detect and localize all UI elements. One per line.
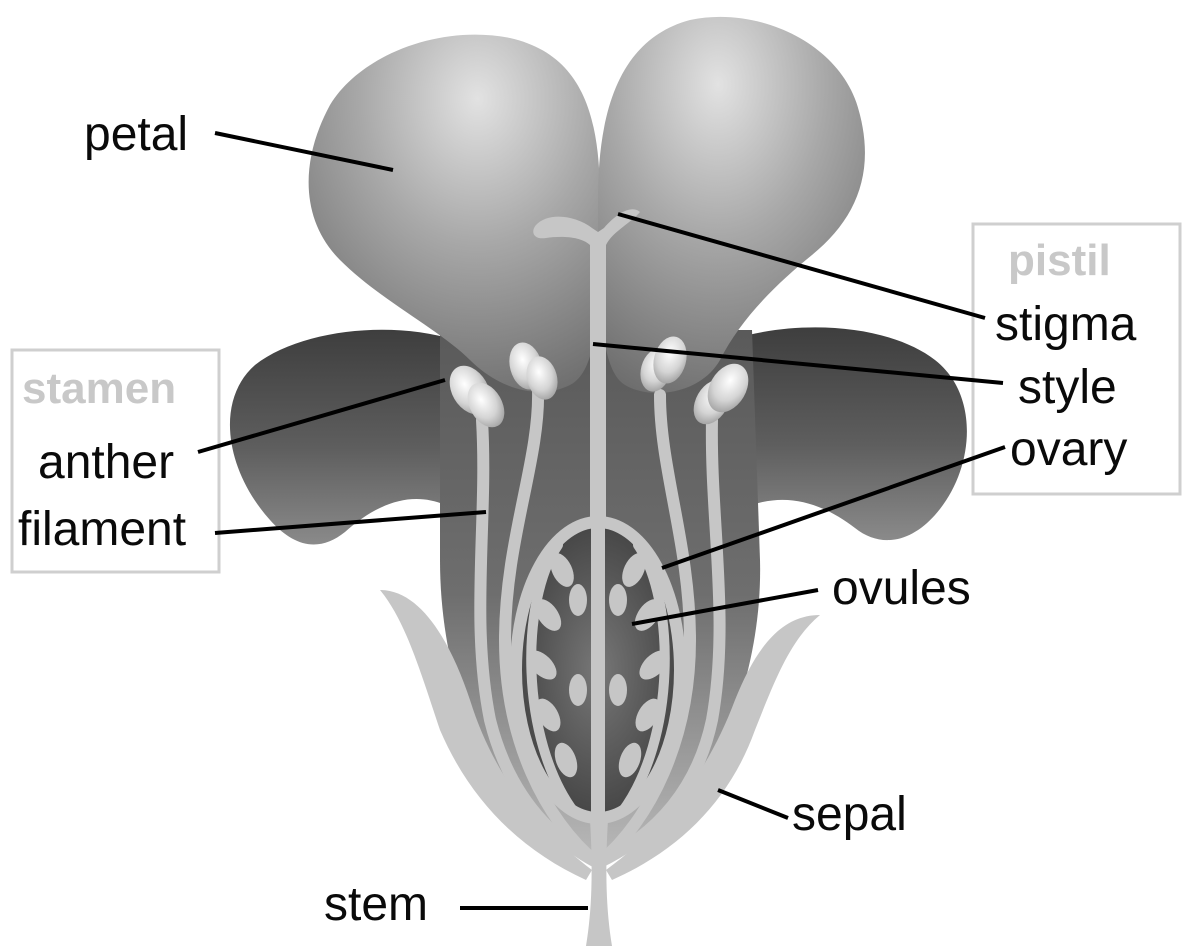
label-style: style (1018, 361, 1117, 414)
label-ovary: ovary (1010, 423, 1127, 476)
ovule (569, 674, 587, 706)
ovule (609, 674, 627, 706)
ovule (609, 584, 627, 616)
label-ovules: ovules (832, 562, 971, 615)
label-filament: filament (18, 503, 186, 556)
ovule (569, 584, 587, 616)
label-stamen-group: stamen (22, 364, 176, 413)
petal-lower-left (230, 330, 455, 545)
label-stigma: stigma (995, 298, 1137, 351)
label-sepal: sepal (792, 788, 907, 841)
leader-sepal (718, 790, 788, 818)
label-pistil-group: pistil (1008, 236, 1111, 285)
label-stem: stem (324, 878, 428, 931)
label-anther: anther (38, 436, 174, 489)
label-petal: petal (84, 108, 188, 161)
